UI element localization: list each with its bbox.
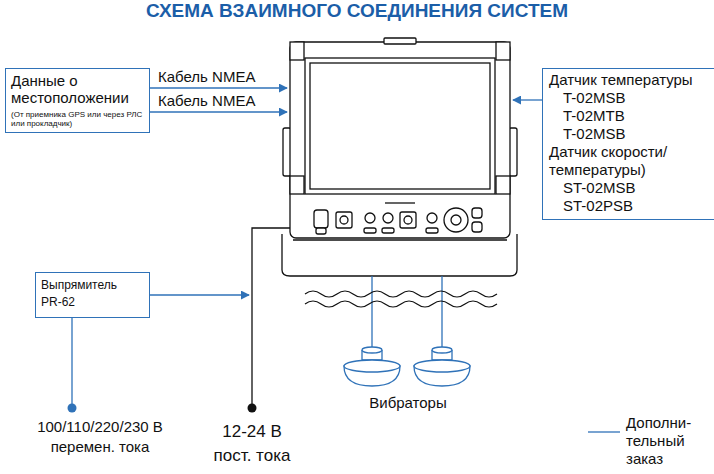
display-unit xyxy=(282,38,517,276)
legend-line-sample xyxy=(588,431,620,432)
rectifier-wire xyxy=(150,294,249,295)
transducer-symbol xyxy=(344,347,470,386)
power-label: 12-24 В пост. тока xyxy=(204,420,300,468)
terminal-dot xyxy=(248,404,257,413)
position-source-box: Данные о местоположении (От приемника GPS… xyxy=(5,68,150,133)
model-name: T-02MSB xyxy=(563,125,711,143)
water-surface xyxy=(305,301,497,307)
water-surface xyxy=(305,291,497,297)
model-name: T-02MTB xyxy=(563,107,711,125)
box-note: (От приемника GPS или через РЛС или прок… xyxy=(11,110,144,128)
nmea-cable xyxy=(150,111,287,112)
box-heading: Выпрямитель xyxy=(41,277,144,294)
sensor-cable xyxy=(513,99,542,100)
sensor-group: Датчик температуры xyxy=(549,71,711,89)
model-name: ST-02MSB xyxy=(563,179,711,197)
cable-label: Кабель NMEA xyxy=(158,92,288,110)
nmea-cable xyxy=(150,87,287,88)
model-name: ST-02PSB xyxy=(563,197,711,215)
dc-power-wire xyxy=(252,228,290,406)
ac-power-wire xyxy=(71,318,72,406)
model-name: T-02MSB xyxy=(563,89,711,107)
legend-text: Дополни- тельный заказ xyxy=(626,414,708,468)
model-name: PR-62 xyxy=(41,294,144,311)
power-label: 100/110/220/230 В перемен. тока xyxy=(15,417,185,457)
rectifier-box: ВыпрямительPR-62 xyxy=(35,272,150,318)
terminal-dot xyxy=(68,404,77,413)
sensor-box: Датчик температурыT-02MSBT-02MTBT-02MSBД… xyxy=(542,68,714,220)
cable-label: Кабель NMEA xyxy=(158,68,288,86)
box-heading: Данные о местоположении xyxy=(11,72,144,106)
diagram-title: СХЕМА ВЗАИМНОГО СОЕДИНЕНИЯ СИСТЕМ xyxy=(0,0,714,21)
sensor-group: Датчик скорости/ температуры) xyxy=(549,143,699,179)
transducer-label: Вибраторы xyxy=(350,394,466,412)
